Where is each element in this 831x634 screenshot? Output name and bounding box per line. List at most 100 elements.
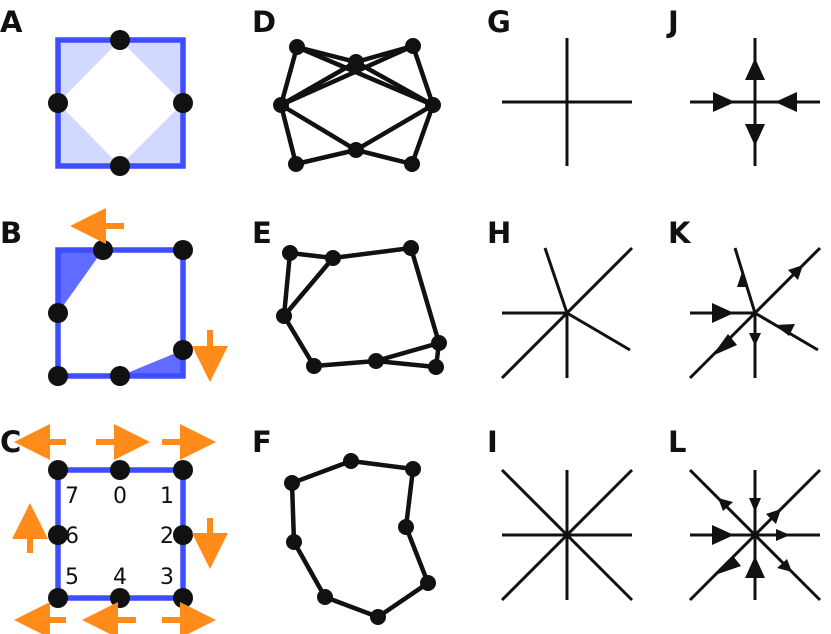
panel-label-i: I: [487, 425, 498, 459]
panel-c-node: [110, 588, 130, 608]
panel-d-edge: [294, 44, 436, 108]
panel-label-e: E: [252, 216, 272, 250]
panel-a-node: [110, 156, 130, 176]
panel-e-node: [403, 240, 419, 256]
panel-c-index-label: 0: [113, 484, 127, 509]
panel-label-d: D: [252, 5, 276, 39]
panel-j-arrowhead-up: [745, 58, 765, 80]
panel-j-arrowhead-down: [745, 124, 765, 146]
panel-j-arrows: [690, 38, 820, 166]
panel-l-arrowhead-down: [749, 498, 761, 512]
panel-l-arrowhead-down-right: [777, 559, 792, 572]
panel-l-arrowhead-right: [776, 529, 790, 541]
panel-c-numbered-square: 7 0 1 6 2 5 4 3: [12, 424, 228, 634]
panel-j-arrowhead-left: [775, 92, 797, 112]
panel-e-node: [431, 335, 447, 351]
panel-d-graph: [273, 38, 441, 172]
panel-e-node: [368, 353, 384, 369]
panel-b-corner-fill-tl: [58, 250, 103, 313]
panel-a-corner-fill-br: [120, 103, 183, 166]
panel-a-node: [110, 30, 130, 50]
panel-b-node: [110, 366, 130, 386]
panel-label-l: L: [668, 425, 686, 459]
panel-e-node: [276, 308, 292, 324]
panel-e-edge: [281, 255, 336, 319]
panel-b-node: [48, 366, 68, 386]
panel-f-node: [284, 475, 300, 491]
panel-k-arrowhead-down-left: [712, 334, 737, 356]
panel-c-node: [48, 525, 68, 545]
panel-i-star: [500, 468, 634, 602]
panel-l-arrowhead-down-left: [715, 556, 741, 575]
panel-h-line: [566, 311, 631, 352]
panel-e-node: [325, 250, 341, 266]
panel-l-arrowhead-up: [745, 556, 765, 578]
panel-c-index-label: 3: [160, 565, 174, 590]
panel-f-node: [420, 575, 436, 591]
panel-c-index-label: 6: [65, 524, 79, 549]
panel-label-k: K: [668, 216, 692, 250]
panel-b-shifted-square: [48, 208, 228, 386]
panel-b-corner-fill-br: [120, 350, 183, 376]
panel-l-line: [688, 468, 822, 602]
panel-a-corner-fill-tl: [58, 40, 120, 103]
panel-c-index-label: 2: [160, 524, 174, 549]
panel-b-node: [93, 240, 113, 260]
panel-k-arrowhead-left: [775, 324, 795, 336]
panel-c-node: [48, 460, 68, 480]
panel-c-node: [48, 588, 68, 608]
panel-f-edge: [289, 458, 431, 620]
panel-f-graph: [284, 453, 436, 625]
panel-e-node: [282, 245, 298, 261]
panel-a-node: [48, 93, 68, 113]
panel-a-square-diamond: [48, 30, 193, 176]
panel-h-line: [543, 247, 569, 314]
panel-k-arrowhead-up-right: [788, 265, 803, 280]
panel-e-node: [428, 359, 444, 375]
panel-f-node: [317, 589, 333, 605]
panel-c-node: [173, 525, 193, 545]
panel-label-h: H: [487, 216, 511, 250]
panel-d-node: [288, 156, 304, 172]
panel-a-node: [173, 93, 193, 113]
panel-l-arrowhead-right: [712, 525, 734, 545]
panel-k-arrowhead-right: [712, 303, 734, 323]
panel-f-node: [405, 461, 421, 477]
panel-k-arrowhead-up: [737, 272, 748, 287]
panel-e-graph: [276, 240, 447, 375]
panel-c-index-label: 7: [65, 484, 79, 509]
panel-c-node: [110, 460, 130, 480]
panel-e-node: [306, 358, 322, 374]
panel-j-arrowhead-right: [713, 92, 735, 112]
panel-c-index-label: 1: [160, 484, 174, 509]
panel-d-node: [404, 156, 420, 172]
panel-c-index-label: 4: [113, 565, 127, 590]
panel-b-node: [173, 240, 193, 260]
panel-label-b: B: [0, 216, 22, 250]
panel-a-corner-fill-tr: [120, 40, 183, 103]
panel-c-node: [173, 460, 193, 480]
panel-label-g: G: [487, 5, 511, 39]
panel-d-node: [405, 38, 421, 54]
panel-f-node: [398, 519, 414, 535]
panel-i-line: [500, 468, 634, 602]
panel-l-arrowhead-up-right: [766, 509, 781, 524]
panel-h-rays: [500, 246, 634, 380]
panel-f-node: [343, 453, 359, 469]
panel-label-f: F: [252, 425, 272, 459]
panel-e-edge: [373, 340, 442, 364]
panel-a-corner-fill-bl: [58, 103, 120, 166]
panel-b-node: [48, 303, 68, 323]
panel-d-node: [348, 142, 364, 158]
panel-labels: A B C D E F G H I J K L: [0, 5, 692, 459]
panel-label-j: J: [666, 5, 679, 39]
panel-d-node: [425, 97, 441, 113]
panel-k-arrows: [688, 246, 822, 380]
panel-label-c: C: [0, 425, 21, 459]
panel-f-node: [370, 609, 386, 625]
panel-g-cross: [502, 38, 632, 166]
panel-l-arrowhead-up-left: [718, 498, 733, 511]
panel-k-arrowhead-down: [749, 333, 761, 346]
panel-d-node: [348, 54, 364, 70]
